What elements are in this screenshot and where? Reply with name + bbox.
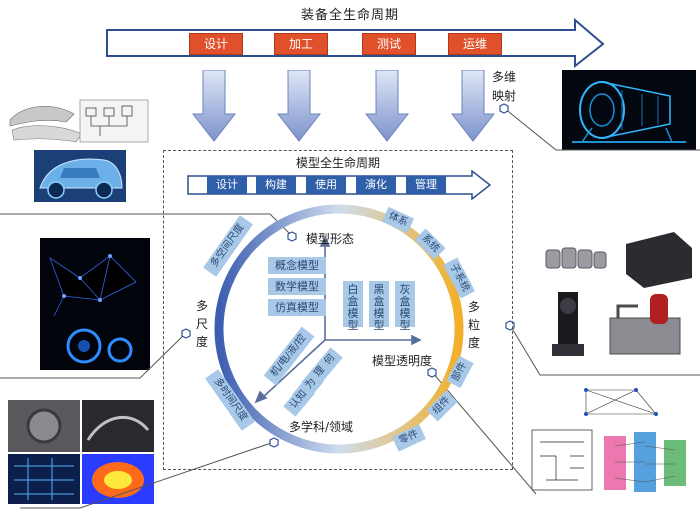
- mapping-label-2: 映射: [492, 89, 517, 103]
- black-box-char-1: 黑: [373, 283, 385, 296]
- grey-box-model: 灰 盒 模 型: [395, 281, 415, 332]
- model-lifecycle-title: 模型全生命周期: [295, 156, 380, 170]
- stage-maintenance: 运维: [448, 33, 502, 55]
- white-box-model: 白 盒 模 型: [343, 281, 363, 332]
- multidomain-image: [8, 400, 154, 504]
- grey-box-char-3: 模: [399, 307, 411, 320]
- down-arrow-maintenance: [451, 70, 495, 142]
- granularity-label-1: 多: [468, 300, 481, 314]
- black-box-char-3: 模: [373, 307, 385, 320]
- grey-box-char-4: 型: [399, 319, 411, 332]
- scale-label-3: 度: [196, 335, 209, 349]
- car-design-image: [4, 92, 154, 204]
- white-box-char-1: 白: [347, 283, 359, 296]
- axis-form-label: 模型形态: [306, 232, 355, 246]
- down-arrow-testing: [365, 70, 409, 142]
- network-scale-image: [40, 238, 150, 370]
- down-arrow-machining: [277, 70, 321, 142]
- model-stage-manage: 管理: [406, 176, 446, 194]
- jet-engine-image: [562, 70, 696, 150]
- model-stage-design: 设计: [207, 176, 247, 194]
- equipment-lifecycle-title: 装备全生命周期: [300, 8, 399, 23]
- black-box-model: 黑 盒 模 型: [369, 281, 389, 332]
- black-box-char-4: 型: [373, 319, 385, 332]
- white-box-char-3: 模: [347, 307, 359, 320]
- model-frame: [163, 150, 513, 470]
- stage-testing: 测试: [362, 33, 416, 55]
- axis-discipline-label: 多学科/领域: [289, 420, 354, 434]
- form-math-model: 数学模型: [268, 278, 326, 295]
- system-diagram-image: [526, 384, 696, 508]
- stage-design: 设计: [189, 33, 243, 55]
- model-stage-evolve: 演化: [356, 176, 396, 194]
- model-stage-build: 构建: [256, 176, 296, 194]
- form-simulation-model: 仿真模型: [268, 299, 326, 316]
- grey-box-char-1: 灰: [399, 283, 411, 296]
- axis-transparency-label: 模型透明度: [372, 354, 433, 368]
- stage-machining: 加工: [274, 33, 328, 55]
- white-box-char-2: 盒: [347, 295, 359, 308]
- model-stage-use: 使用: [306, 176, 346, 194]
- form-concept-model: 概念模型: [268, 257, 326, 274]
- white-box-char-4: 型: [347, 319, 359, 332]
- scale-label-2: 尺: [196, 317, 209, 331]
- parts-granularity-image: [540, 222, 696, 364]
- scale-label-1: 多: [196, 299, 209, 313]
- down-arrow-design: [192, 70, 236, 142]
- black-box-char-2: 盒: [373, 295, 385, 308]
- granularity-label-3: 度: [468, 336, 481, 350]
- grey-box-char-2: 盒: [399, 295, 411, 308]
- granularity-label-2: 粒: [468, 318, 481, 332]
- mapping-label-1: 多维: [492, 70, 517, 84]
